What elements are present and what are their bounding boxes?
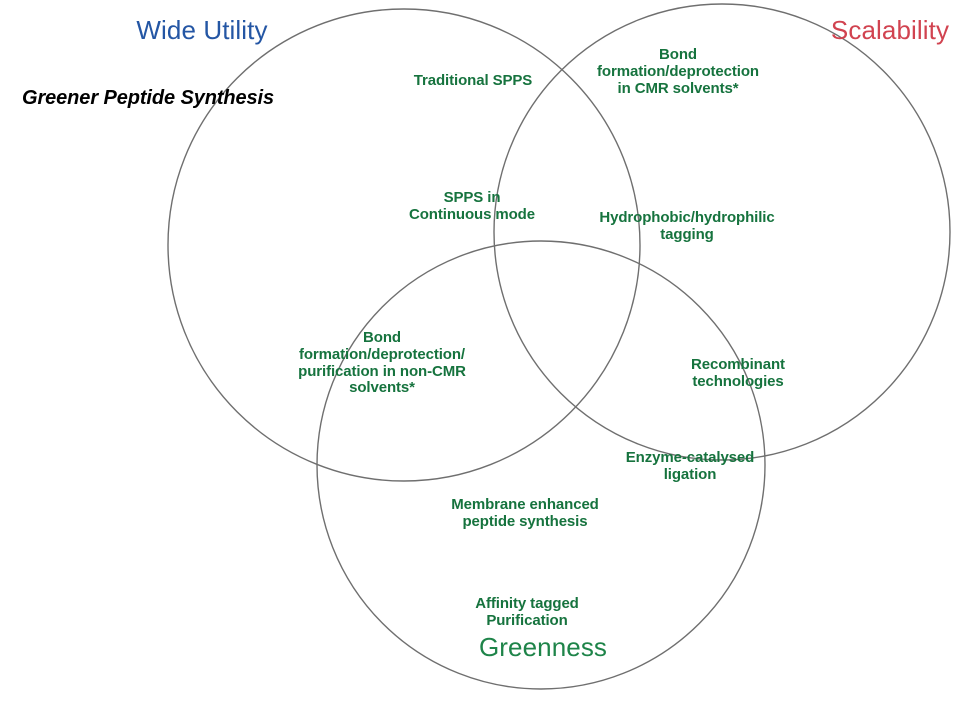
set-title-wide-utility: Wide Utility <box>136 15 268 45</box>
region-label-hydrophobic-hydrophilic-tagging: Hydrophobic/hydrophilic tagging <box>599 209 775 243</box>
region-label-membrane-enhanced-peptide-synthesis: Membrane enhanced peptide synthesis <box>451 496 599 530</box>
region-label-affinity-tagged-purification: Affinity tagged Purification <box>475 595 579 629</box>
region-label-recombinant-technologies: Recombinant technologies <box>691 356 785 390</box>
set-title-greenness: Greenness <box>478 632 608 662</box>
diagram-heading: Greener Peptide Synthesis <box>22 87 275 109</box>
region-label-bond-formation-cmr-solvents: Bond formation/deprotection in CMR solve… <box>597 46 759 97</box>
region-label-spps-continuous-mode: SPPS in Continuous mode <box>409 189 535 223</box>
region-label-enzyme-catalysed-ligation: Enzyme-catalysed ligation <box>625 449 755 483</box>
circle-scalability[interactable] <box>493 3 951 461</box>
region-label-bond-formation-non-cmr-solvents: Bond formation/deprotection/ purificatio… <box>298 329 466 397</box>
set-title-scalability: Scalability <box>830 15 950 45</box>
region-label-traditional-spps: Traditional SPPS <box>413 72 533 89</box>
circle-wide-utility[interactable] <box>167 8 641 482</box>
circle-greenness[interactable] <box>316 240 766 690</box>
